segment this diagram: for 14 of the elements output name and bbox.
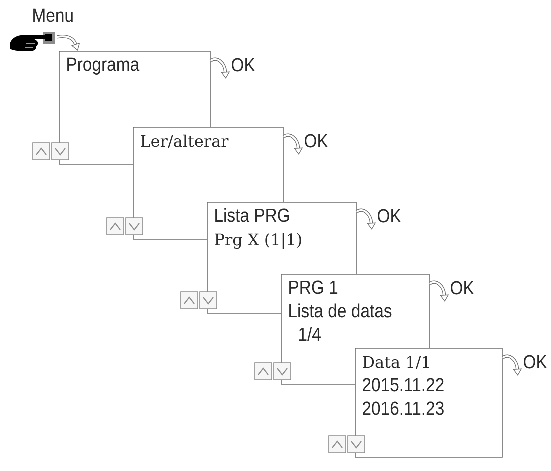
- pointing-hand-drawing: [10, 32, 55, 52]
- screen-box: Data 1/1 2015.11.22 2016.11.23: [355, 348, 503, 458]
- menu-label: Menu: [34, 8, 73, 22]
- edge-label: OK: [303, 133, 330, 149]
- arrow: [283, 134, 304, 155]
- edge-label: OK: [376, 208, 402, 224]
- arrow: [356, 208, 376, 230]
- edge-label: OK: [522, 354, 548, 370]
- arrow: [57, 35, 80, 51]
- arrow: [429, 280, 450, 302]
- arrow: [502, 354, 522, 376]
- edge-label: OK: [230, 57, 256, 73]
- arrow: [210, 58, 230, 79]
- edge-label: OK: [449, 280, 476, 296]
